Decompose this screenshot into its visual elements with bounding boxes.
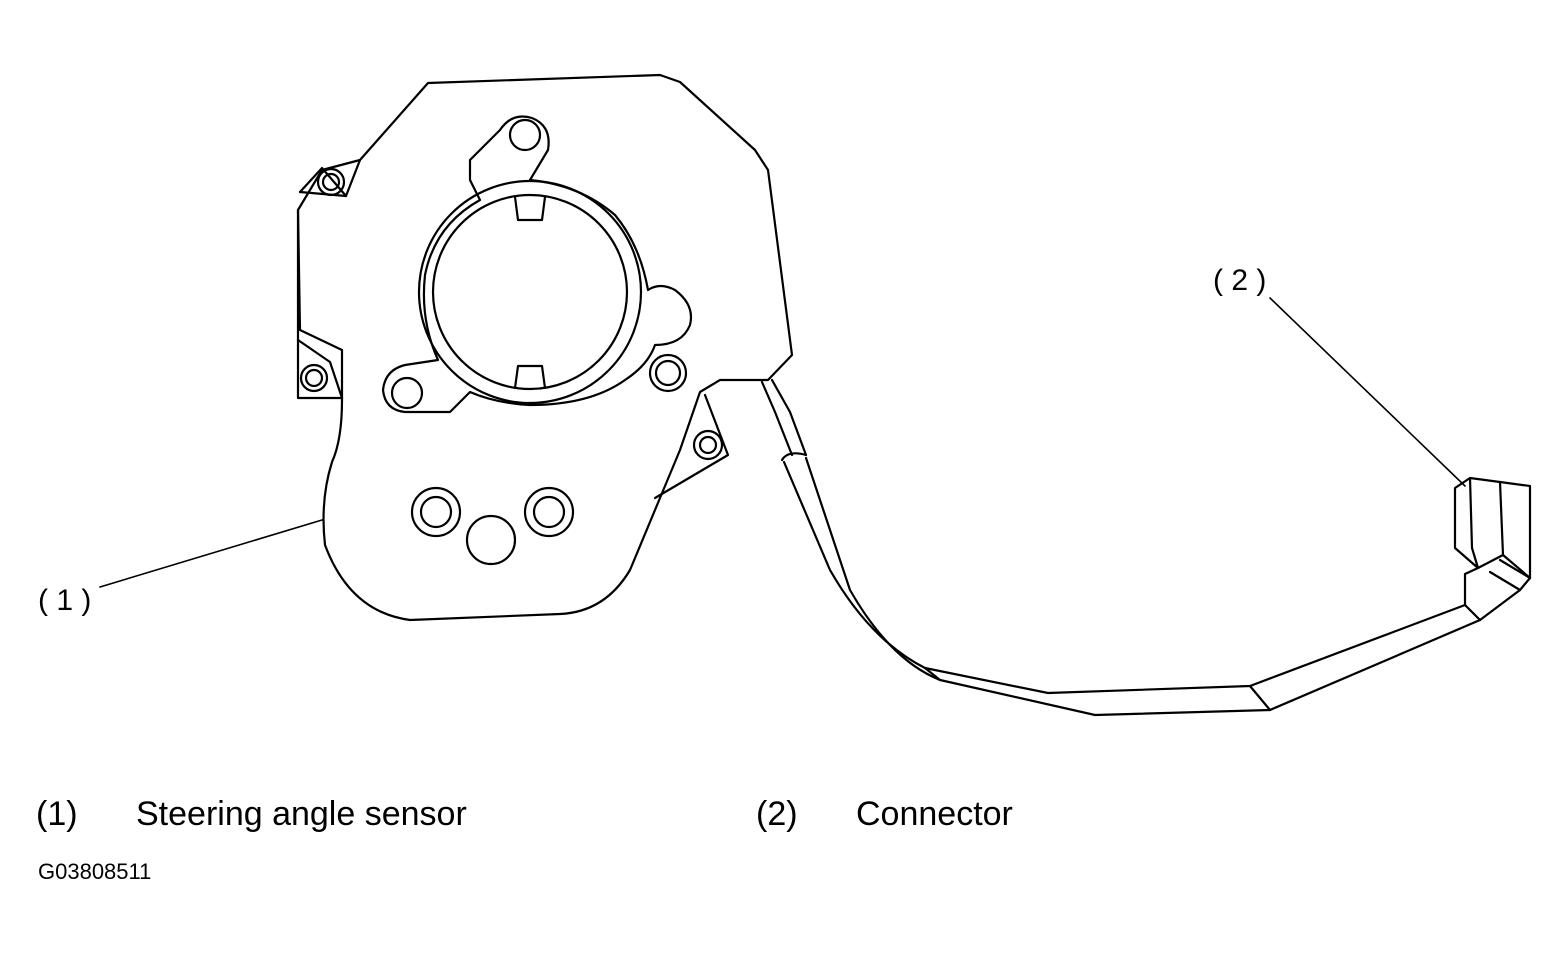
legend-number: (2) — [756, 795, 798, 833]
leader-line-2 — [1269, 297, 1466, 487]
legend-item-steering-angle-sensor: (1) Steering angle sensor — [36, 792, 467, 836]
legend-label: Steering angle sensor — [136, 795, 467, 833]
callout-2-label: ( 2 ) — [1213, 264, 1266, 297]
wire-harness — [760, 378, 1482, 717]
legend-label: Connector — [856, 795, 1013, 833]
connector — [1453, 476, 1532, 622]
callout-1-label: ( 1 ) — [38, 584, 91, 617]
steering-angle-sensor-body — [296, 73, 794, 622]
legend-item-connector: (2) Connector — [756, 792, 1013, 836]
legend-number: (1) — [36, 795, 78, 833]
figure-id: G03808511 — [38, 859, 152, 884]
leader-line-1 — [99, 519, 323, 588]
